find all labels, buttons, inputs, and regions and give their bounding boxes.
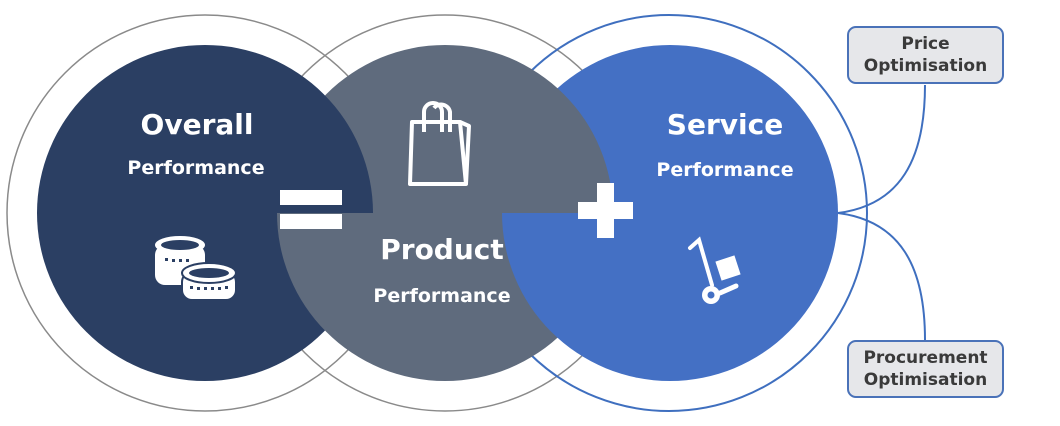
- overall-circle-top: [37, 45, 373, 213]
- procurement-optimisation-box: Procurement Optimisation: [847, 340, 1004, 398]
- price-box-line2: Optimisation: [863, 56, 988, 76]
- overall-title: Overall: [140, 108, 254, 141]
- product-title: Product: [380, 233, 504, 266]
- price-box-line1: Price: [901, 34, 950, 54]
- coins-icon: [155, 236, 237, 301]
- hand-truck-icon: [688, 236, 741, 304]
- shopping-bag-icon: [408, 101, 471, 186]
- connector-price: [837, 84, 926, 214]
- procurement-box-line2: Optimisation: [863, 370, 988, 390]
- price-optimisation-box: Price Optimisation: [847, 26, 1004, 84]
- connector-procurement: [837, 212, 926, 341]
- overall-subtitle: Performance: [127, 157, 265, 179]
- equals-icon: [280, 190, 342, 229]
- plus-icon: [578, 183, 633, 238]
- service-title: Service: [666, 108, 784, 141]
- service-subtitle: Performance: [656, 159, 794, 181]
- procurement-box-line1: Procurement: [863, 348, 988, 368]
- product-subtitle: Performance: [373, 285, 511, 307]
- service-circle: [502, 213, 838, 381]
